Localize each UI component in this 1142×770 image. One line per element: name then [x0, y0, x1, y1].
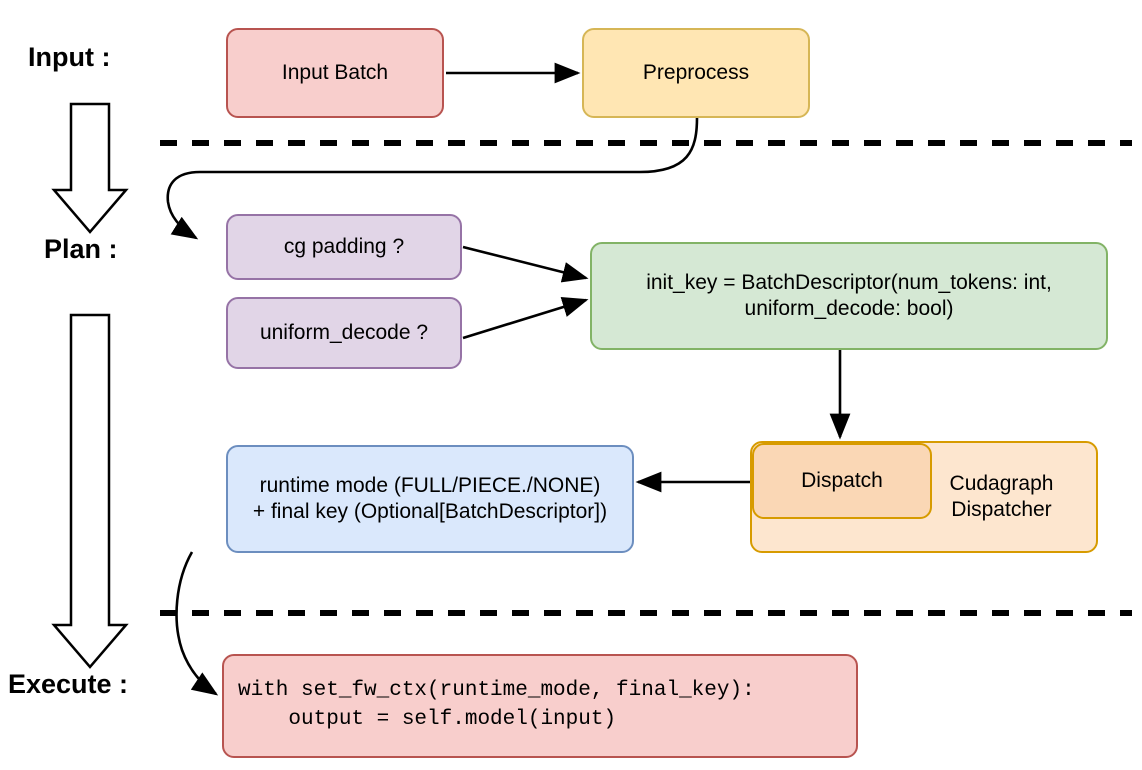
node-preprocess[interactable]: Preprocess: [582, 28, 810, 118]
node-init-key[interactable]: init_key = BatchDescriptor(num_tokens: i…: [590, 242, 1108, 350]
node-input-batch-label: Input Batch: [281, 61, 389, 85]
node-runtime-mode-line2: + final key (Optional[BatchDescriptor]): [252, 500, 608, 523]
node-execute-code[interactable]: with set_fw_ctx(runtime_mode, final_key)…: [222, 654, 858, 758]
node-dispatch-label: Dispatch: [801, 469, 883, 493]
node-cudagraph-dispatcher-line1: Cudagraph: [949, 472, 1054, 496]
node-cg-padding[interactable]: cg padding ?: [226, 214, 462, 280]
node-dispatch[interactable]: Dispatch: [752, 443, 932, 519]
node-execute-code-line1: with set_fw_ctx(runtime_mode, final_key)…: [238, 679, 755, 703]
arrow-runtime-mode-to-execute-code: [175, 551, 219, 696]
node-preprocess-label: Preprocess: [642, 61, 750, 85]
node-init-key-line1: init_key = BatchDescriptor(num_tokens: i…: [646, 271, 1052, 295]
arrow-uniform-decode-to-init-key: [462, 296, 589, 340]
node-init-key-line2: uniform_decode: bool): [744, 297, 954, 320]
stage-arrow-plan-to-execute: [51, 313, 129, 669]
node-uniform-decode-label: uniform_decode ?: [259, 321, 429, 345]
node-execute-code-line2: output = self.model(input): [238, 708, 617, 731]
arrow-preprocess-to-cg-padding: [166, 117, 699, 240]
stage-arrow-input-to-plan: [51, 102, 129, 234]
arrow-cg-padding-to-init-key: [462, 245, 589, 283]
node-input-batch[interactable]: Input Batch: [226, 28, 444, 118]
node-runtime-mode-line1: runtime mode (FULL/PIECE./NONE): [259, 474, 601, 498]
stage-label-plan: Plan :: [44, 234, 118, 264]
stage-label-execute: Execute :: [8, 669, 129, 699]
node-runtime-mode[interactable]: runtime mode (FULL/PIECE./NONE) + final …: [226, 445, 634, 553]
node-cg-padding-label: cg padding ?: [283, 235, 405, 259]
node-uniform-decode[interactable]: uniform_decode ?: [226, 297, 462, 369]
node-cudagraph-dispatcher-line2: Dispatcher: [951, 498, 1052, 521]
stage-label-input: Input :: [28, 42, 111, 72]
